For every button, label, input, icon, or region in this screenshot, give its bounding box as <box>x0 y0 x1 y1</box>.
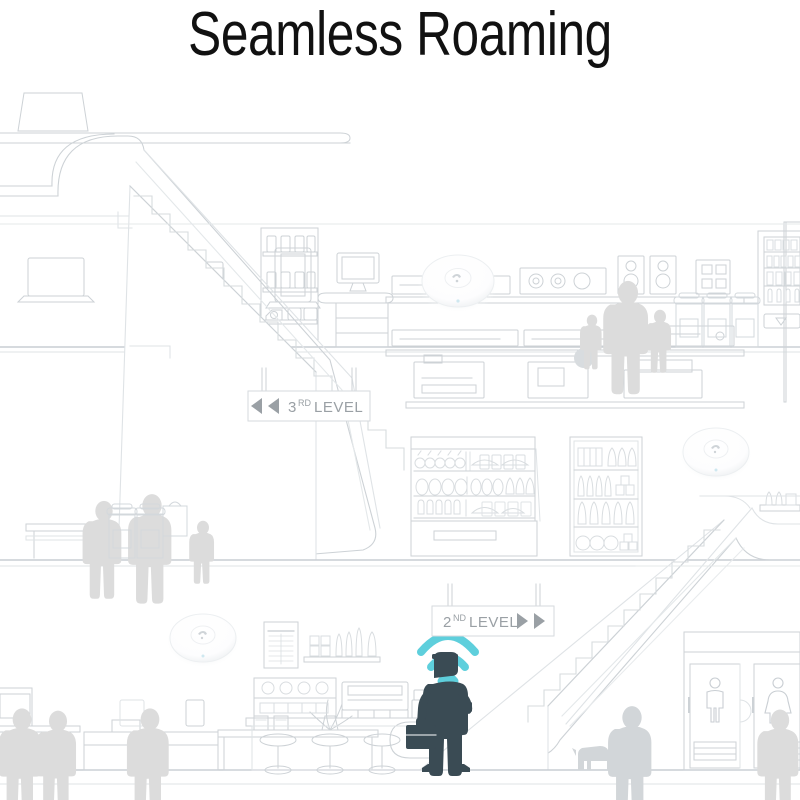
electronics-appliance-shelf <box>405 348 745 409</box>
level-3-sign[interactable]: 3 RD LEVEL <box>247 390 371 422</box>
ap-brand-mark <box>452 274 461 283</box>
phone-display-shelves <box>260 227 319 341</box>
ap-brand-mark <box>198 631 207 640</box>
briefcase <box>406 718 436 749</box>
beverage-shelf-unit <box>569 436 643 557</box>
level-2-sign-posts <box>447 583 541 607</box>
roaming-user-silhouette <box>417 652 473 776</box>
shopper-group-level-3 <box>580 280 672 395</box>
level-2-sign-label: LEVEL <box>469 614 518 631</box>
vending-machine <box>757 230 800 348</box>
ceiling-access-point-level-2[interactable] <box>679 427 753 482</box>
level-2-sign-ordinal: ND <box>453 613 466 623</box>
refrigerated-display-case <box>410 436 541 557</box>
level-1-floor-slab <box>0 769 800 785</box>
shelf-level-2-right <box>759 491 800 512</box>
wifi-signal-dot <box>441 675 455 687</box>
woman-silhouette-right <box>757 709 799 800</box>
ceiling-access-point-level-3[interactable] <box>418 254 498 313</box>
level-2-sign[interactable]: 2 ND LEVEL <box>431 605 555 637</box>
level-3-sign-label: LEVEL <box>314 399 363 416</box>
page-title: Seamless Roaming <box>188 0 612 69</box>
ap-led-indicator <box>714 468 718 472</box>
man-with-dog <box>572 706 652 800</box>
ap-brand-mark <box>711 445 720 454</box>
ceiling-access-point-level-1[interactable] <box>166 613 240 668</box>
level-3-sign-ordinal: RD <box>298 398 311 408</box>
dog-silhouette <box>572 742 618 770</box>
restroom-male-icon <box>706 677 724 723</box>
phone-display-cabinet <box>783 221 800 403</box>
level-3-sign-number: 3 <box>288 399 297 416</box>
level-2-sign-number: 2 <box>443 614 452 631</box>
checkout-counter <box>317 252 394 348</box>
ap-led-indicator <box>201 654 205 658</box>
escalator-lower <box>389 495 800 771</box>
ap-led-indicator <box>456 299 460 303</box>
level-3-sign-posts <box>261 367 357 392</box>
drink-bar <box>245 621 437 775</box>
